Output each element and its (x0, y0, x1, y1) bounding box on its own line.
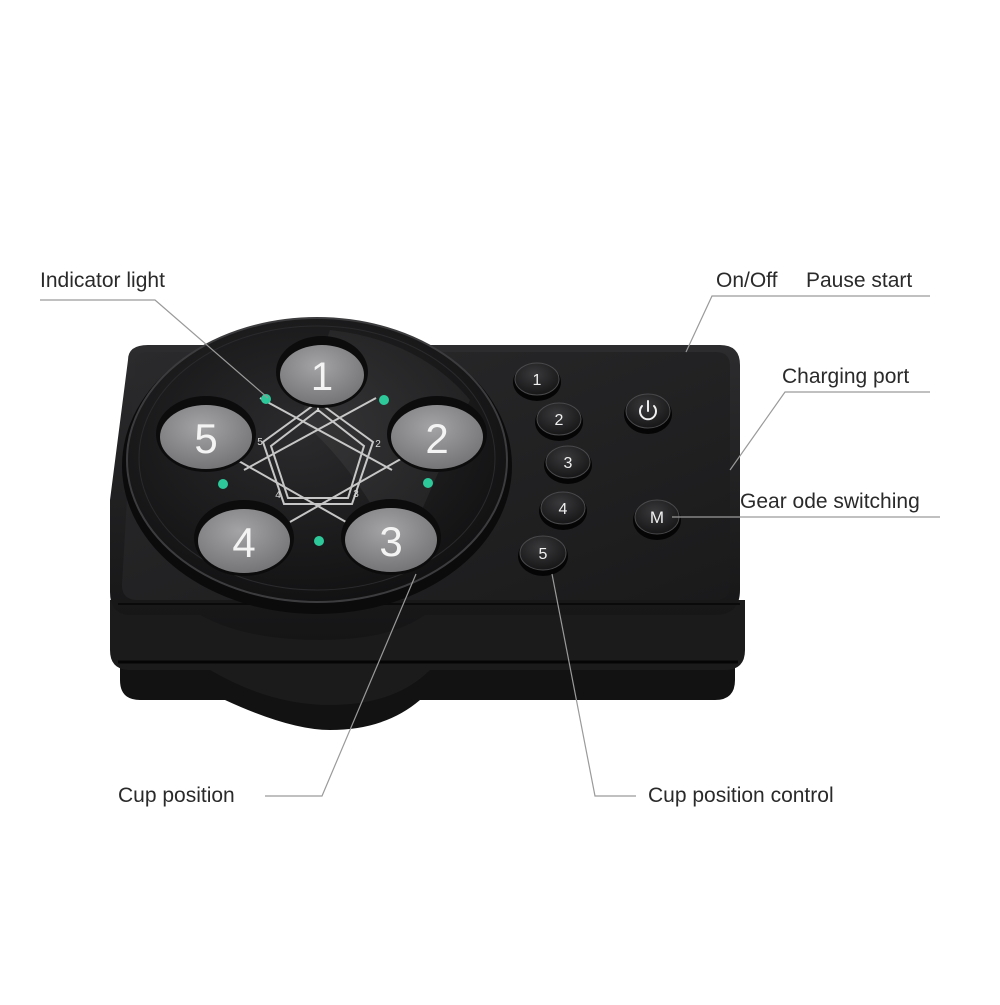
power-button[interactable] (624, 393, 672, 434)
star-number-2: 2 (375, 439, 381, 450)
cup-1[interactable]: 1 (276, 336, 368, 408)
cup-position-control-buttons: 1 2 3 4 5 (513, 362, 681, 576)
cup-5[interactable]: 5 (156, 396, 256, 472)
star-number-1: 1 (315, 404, 321, 415)
leader-cup-position (265, 573, 417, 797)
callout-cup-position: Cup position (118, 784, 235, 807)
cup-4-label: 4 (232, 519, 255, 566)
cup-2[interactable]: 2 (387, 396, 487, 472)
cup-button-3-label: 3 (564, 455, 573, 472)
cup-button-4[interactable]: 4 (539, 491, 587, 530)
cup-3-label: 3 (379, 518, 402, 565)
indicator-light-4 (314, 536, 324, 546)
indicator-light-5 (218, 479, 228, 489)
cup-dial: 1 2 3 4 5 1 2 (122, 317, 512, 614)
leader-lines (40, 295, 940, 797)
callout-gear-mode-switching: Gear ode switching (740, 490, 920, 513)
cup-button-2-label: 2 (555, 412, 564, 429)
cup-button-1-label: 1 (533, 372, 542, 389)
indicator-lights (218, 394, 433, 546)
callout-indicator-light: Indicator light (40, 269, 165, 292)
cup-2-label: 2 (425, 415, 448, 462)
mode-button-label: M (650, 508, 664, 527)
indicator-light-3 (423, 478, 433, 488)
cup-button-2[interactable]: 2 (535, 402, 583, 441)
star-number-4: 4 (275, 490, 281, 501)
leader-on-off (685, 295, 930, 353)
cup-button-4-label: 4 (559, 501, 568, 518)
callout-on-off: On/Off (716, 269, 778, 292)
indicator-light-1 (261, 394, 271, 404)
indicator-light-2 (379, 395, 389, 405)
callout-charging-port: Charging port (782, 365, 910, 388)
mode-button[interactable]: M (633, 499, 681, 540)
leader-charging-port (729, 391, 930, 471)
leader-cup-position-control (551, 573, 636, 797)
cup-1-label: 1 (311, 355, 333, 399)
cup-button-1[interactable]: 1 (513, 362, 561, 401)
star-number-5: 5 (257, 437, 263, 448)
cup-button-5-label: 5 (539, 546, 548, 563)
cup-button-5[interactable]: 5 (518, 535, 568, 576)
star-numbers: 1 2 3 4 5 (257, 404, 381, 501)
callout-cup-position-control: Cup position control (648, 784, 834, 807)
cup-3[interactable]: 3 (341, 499, 441, 575)
cup-button-3[interactable]: 3 (544, 445, 592, 484)
callout-pause-start: Pause start (806, 269, 913, 292)
power-icon (639, 400, 657, 421)
cup-4[interactable]: 4 (194, 500, 294, 576)
star-number-3: 3 (353, 489, 359, 500)
cup-5-label: 5 (194, 415, 217, 462)
leader-indicator-light (40, 299, 269, 399)
